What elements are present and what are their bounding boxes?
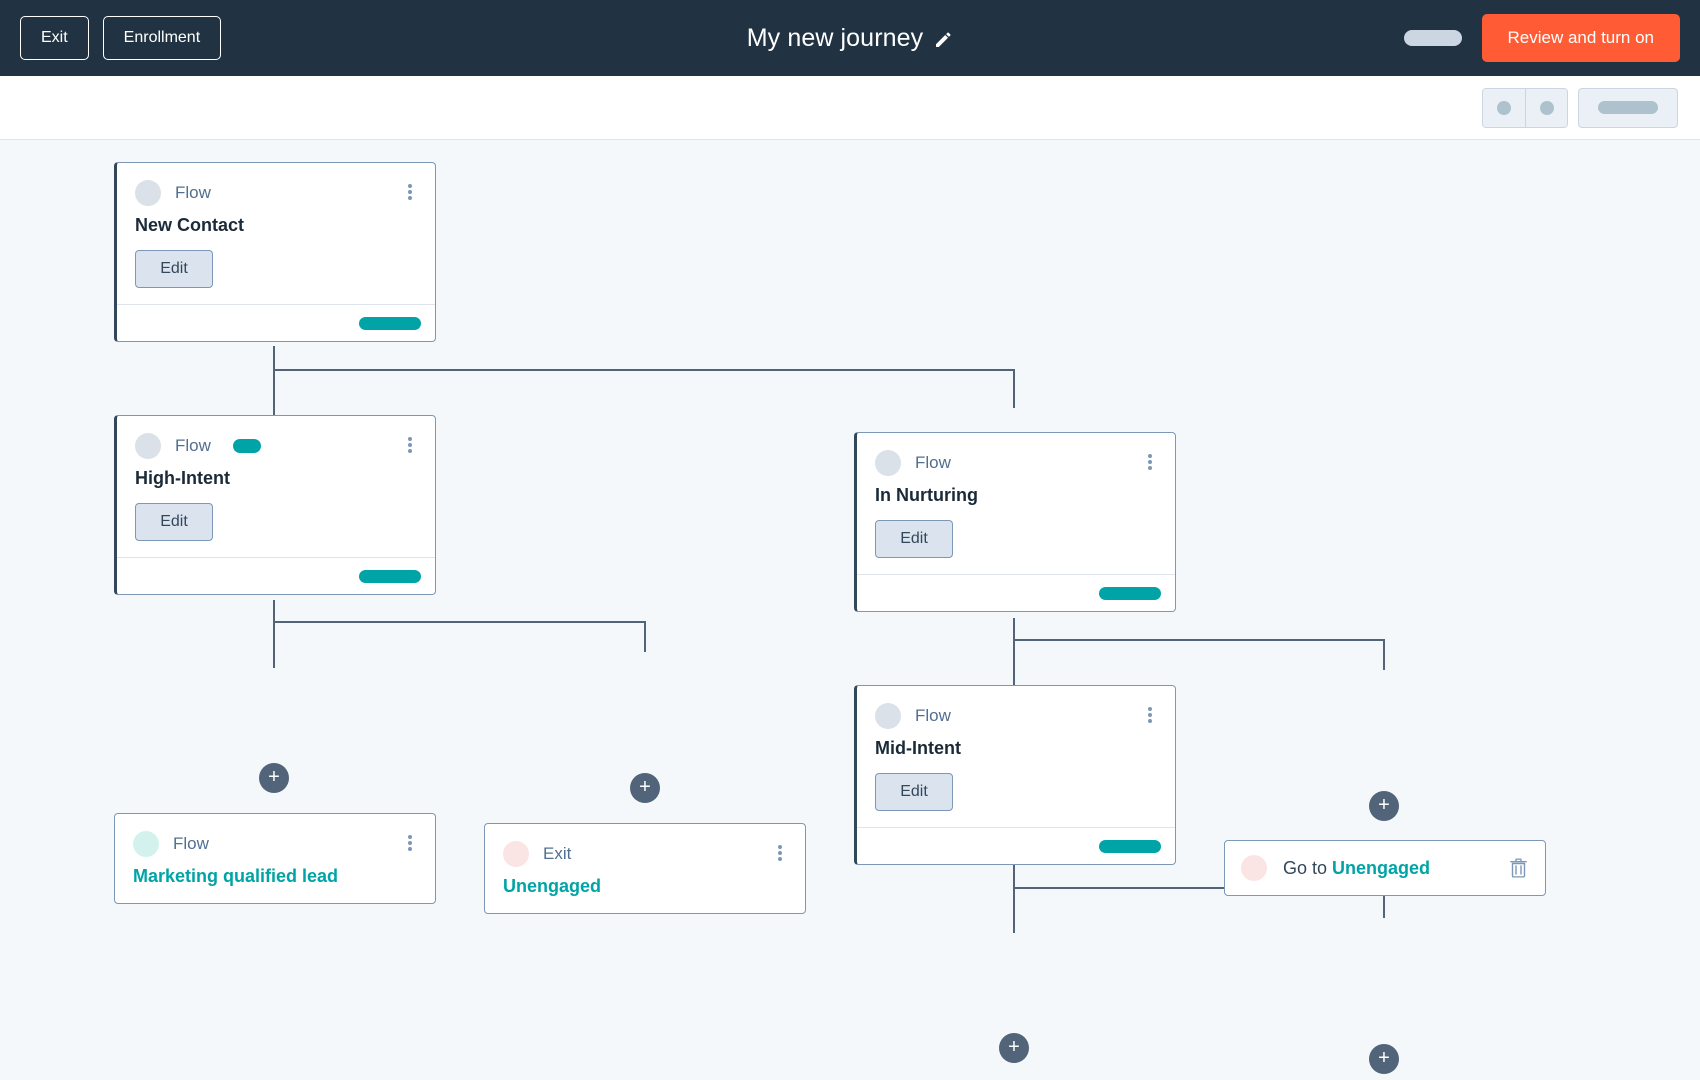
top-bar-right-actions: Review and turn on	[1403, 14, 1680, 62]
node-title: Marketing qualified lead	[133, 866, 339, 886]
kebab-menu-icon[interactable]	[401, 832, 419, 854]
node-exit-unengaged[interactable]: Exit Unengaged	[484, 823, 806, 914]
node-goto-unengaged[interactable]: Go to Unengaged	[1224, 840, 1546, 896]
toolbar-skeleton-button[interactable]	[1578, 87, 1678, 128]
top-bar-left-actions: Exit Enrollment	[20, 16, 222, 60]
node-new-contact[interactable]: Flow New Contact Edit	[114, 162, 436, 342]
node-title: New Contact	[135, 215, 245, 235]
edit-button[interactable]: Edit	[875, 773, 953, 811]
loading-placeholder-badge	[232, 439, 261, 453]
node-mql-body: Flow Marketing qualified lead	[115, 814, 435, 903]
node-type-label: Flow	[915, 706, 951, 725]
circle-icon	[1497, 100, 1511, 115]
loading-placeholder-bar	[1099, 839, 1161, 853]
exit-button[interactable]: Exit	[20, 16, 89, 60]
node-high-intent-body: Flow High-Intent Edit	[117, 416, 435, 557]
kebab-menu-icon[interactable]	[771, 842, 789, 864]
node-in-nurturing-body: Flow In Nurturing Edit	[857, 433, 1175, 574]
add-step-button-after-in-nurturing-right[interactable]	[1369, 791, 1399, 821]
connector-edges	[273, 346, 1385, 933]
node-mid-intent[interactable]: Flow Mid-Intent Edit	[854, 685, 1176, 865]
status-dot-icon	[133, 831, 159, 857]
goto-prefix: Go to	[1283, 857, 1328, 878]
status-dot-icon	[135, 433, 161, 459]
edit-button[interactable]: Edit	[135, 503, 213, 541]
node-exit-unengaged-body: Exit Unengaged	[485, 824, 805, 913]
status-dot-icon	[135, 180, 161, 206]
enrollment-button[interactable]: Enrollment	[102, 16, 222, 60]
node-high-intent[interactable]: Flow High-Intent Edit	[114, 415, 436, 595]
node-exit-unengaged-header: Exit	[503, 841, 787, 867]
edit-button[interactable]: Edit	[875, 520, 953, 558]
loading-placeholder-bar	[359, 316, 421, 330]
add-step-button-after-high-intent-right[interactable]	[630, 773, 660, 803]
status-dot-icon	[875, 703, 901, 729]
node-high-intent-footer	[117, 557, 435, 594]
pencil-icon[interactable]	[933, 28, 953, 48]
canvas-toolbar	[0, 76, 1700, 140]
node-type-label: Exit	[543, 844, 572, 863]
goto-target: Unengaged	[1332, 857, 1431, 878]
node-goto-unengaged-body: Go to Unengaged	[1225, 841, 1545, 895]
node-title: In Nurturing	[875, 485, 978, 505]
node-type-label: Flow	[173, 834, 209, 853]
add-step-button-after-high-intent-left[interactable]	[259, 763, 289, 793]
zoom-segmented-control	[1482, 87, 1568, 128]
node-title: High-Intent	[135, 468, 230, 488]
node-new-contact-header: Flow	[135, 180, 417, 206]
add-step-button-after-mid-intent-left[interactable]	[999, 1033, 1029, 1063]
kebab-menu-icon[interactable]	[401, 181, 419, 203]
top-bar: Exit Enrollment My new journey Review an…	[0, 0, 1700, 76]
node-in-nurturing-footer	[857, 574, 1175, 611]
loading-placeholder-bar	[1598, 101, 1658, 114]
node-mid-intent-footer	[857, 827, 1175, 864]
node-mid-intent-body: Flow Mid-Intent Edit	[857, 686, 1175, 827]
trash-icon[interactable]	[1510, 858, 1527, 878]
status-dot-icon	[1241, 855, 1267, 881]
journey-canvas[interactable]: Flow New Contact Edit Flow High-Intent E…	[0, 140, 1700, 1080]
kebab-menu-icon[interactable]	[1141, 704, 1159, 726]
node-marketing-qualified-lead[interactable]: Flow Marketing qualified lead	[114, 813, 436, 904]
circle-icon	[1539, 100, 1554, 115]
node-title: Mid-Intent	[875, 738, 961, 758]
status-dot-icon	[503, 841, 529, 867]
toolbar-button-1[interactable]	[1483, 88, 1525, 127]
node-type-label: Flow	[915, 453, 951, 472]
node-new-contact-footer	[117, 304, 435, 341]
add-step-button-after-mid-intent-right[interactable]	[1369, 1044, 1399, 1074]
node-type-label: Flow	[175, 436, 211, 455]
page-title: My new journey	[746, 23, 924, 52]
node-type-label: Flow	[175, 183, 211, 202]
node-new-contact-body: Flow New Contact Edit	[117, 163, 435, 304]
status-dot-icon	[875, 450, 901, 476]
node-in-nurturing[interactable]: Flow In Nurturing Edit	[854, 432, 1176, 612]
review-and-turn-on-button[interactable]: Review and turn on	[1481, 14, 1680, 62]
goto-label: Go to Unengaged	[1283, 858, 1430, 879]
loading-placeholder-pill	[1403, 30, 1462, 46]
node-mid-intent-header: Flow	[875, 703, 1157, 729]
goto-row: Go to Unengaged	[1241, 855, 1529, 881]
node-mql-header: Flow	[133, 831, 417, 857]
loading-placeholder-bar	[359, 569, 421, 583]
kebab-menu-icon[interactable]	[401, 434, 419, 456]
node-title: Unengaged	[503, 876, 602, 896]
kebab-menu-icon[interactable]	[1141, 451, 1159, 473]
node-in-nurturing-header: Flow	[875, 450, 1157, 476]
loading-placeholder-bar	[1099, 586, 1161, 600]
node-high-intent-header: Flow	[135, 433, 417, 459]
toolbar-button-2[interactable]	[1525, 88, 1567, 127]
edit-button[interactable]: Edit	[135, 250, 213, 288]
